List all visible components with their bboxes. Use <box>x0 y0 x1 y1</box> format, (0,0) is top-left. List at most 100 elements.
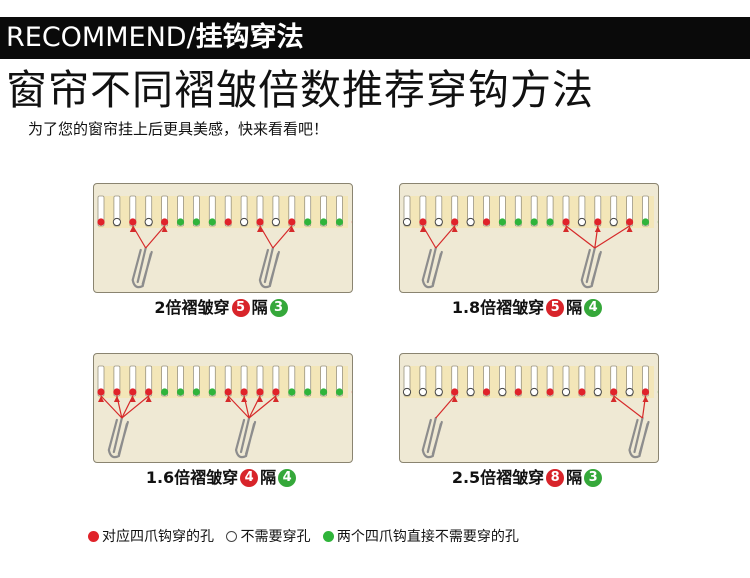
hook-arrow-line <box>435 225 456 249</box>
green-hole <box>514 218 522 226</box>
white-hole <box>498 387 507 397</box>
red-hole <box>129 388 137 396</box>
pleat-tab <box>499 195 506 227</box>
white-hole <box>466 217 475 227</box>
green-hole <box>320 218 328 226</box>
hook-arrow-line <box>272 225 293 249</box>
red-hole <box>256 218 264 226</box>
page-title: 窗帘不同褶皱倍数推荐穿钩方法 <box>6 66 594 114</box>
four-prong-hook-icon <box>131 246 153 289</box>
pleat-tab <box>483 195 490 227</box>
arrow-head-icon <box>129 226 136 232</box>
white-hole <box>434 387 443 397</box>
pleat-tab <box>304 195 312 227</box>
legend-item-white: 不需要穿孔 <box>226 529 310 545</box>
pleat-tab <box>208 365 216 397</box>
hook-arrow-line <box>259 225 274 249</box>
green-hole <box>161 388 169 396</box>
hook-arrow-line <box>145 225 166 249</box>
green-hole <box>208 218 216 226</box>
red-hole <box>451 218 459 226</box>
green-hole <box>192 218 200 226</box>
arrow-head-icon <box>272 396 279 402</box>
red-hole <box>419 218 427 226</box>
red-hole <box>113 388 121 396</box>
arrow-head-icon <box>257 226 263 232</box>
red-hole <box>224 388 232 396</box>
legend: 对应四爪钩穿的孔 不需要穿孔 两个四爪钩直接不需要穿的孔 <box>88 527 527 547</box>
pleat-tab <box>177 365 184 397</box>
white-hole <box>271 217 280 227</box>
arrow-head-icon <box>451 226 458 232</box>
white-hole <box>625 387 634 397</box>
white-hole <box>593 387 602 397</box>
green-hole <box>176 218 185 226</box>
green-hole <box>320 388 328 396</box>
arrow-head-icon <box>451 396 458 402</box>
header-title-en: RECOMMEND/ <box>6 22 196 53</box>
green-hole <box>288 388 296 396</box>
red-hole <box>451 388 459 396</box>
green-hole <box>546 218 554 226</box>
skipped-count-badge: 3 <box>584 468 603 487</box>
pleat-tab <box>161 195 168 227</box>
arrow-head-icon <box>225 396 232 402</box>
red-hole <box>546 388 554 396</box>
red-hole <box>562 218 570 226</box>
hook-arrow-line <box>613 395 643 419</box>
four-prong-hook-icon <box>580 246 602 289</box>
white-hole <box>402 387 412 397</box>
pleat-tab <box>336 195 343 227</box>
arrow-head-icon <box>241 396 248 402</box>
pleat-tab <box>320 195 328 227</box>
ratio-label: 1.6倍褶皱穿 <box>145 468 239 487</box>
pleat-tab <box>129 365 137 397</box>
red-hole <box>626 218 634 226</box>
header-bar: RECOMMEND/挂钩穿法 <box>0 17 750 59</box>
curtain-diagram <box>402 195 658 289</box>
four-prong-hook-icon <box>234 416 257 459</box>
red-hole <box>610 388 618 396</box>
curtain-diagram <box>97 195 352 289</box>
hook-arrow-line <box>435 395 456 419</box>
arrow-head-icon <box>642 396 649 402</box>
red-hole <box>272 388 280 396</box>
green-hole <box>335 218 344 226</box>
hook-arrow-line <box>594 225 630 249</box>
diagram-panel-1-6x <box>93 353 353 463</box>
curtain-diagram <box>402 365 658 459</box>
subtitle: 为了您的窗帘挂上后更具美感，快来看看吧！ <box>28 120 329 138</box>
diagram-panel-1-8x <box>399 183 659 293</box>
green-hole <box>176 388 185 396</box>
pleat-tab <box>514 195 522 227</box>
legend-label: 对应四爪钩穿的孔 <box>102 529 214 545</box>
pleat-tab <box>193 195 200 227</box>
white-hole <box>112 217 121 227</box>
pleat-tab <box>177 195 184 227</box>
pleat-tab <box>483 365 490 397</box>
hook-arrow-line <box>132 225 147 249</box>
ratio-label: 2倍褶皱穿 <box>154 298 230 317</box>
diagram-panel-2x <box>93 183 353 293</box>
red-hole <box>482 218 491 226</box>
four-prong-hook-icon <box>258 246 280 289</box>
hook-arrow-line <box>100 395 123 419</box>
pleat-tab <box>419 195 427 227</box>
red-hole <box>224 218 232 226</box>
skip-label: 隔 <box>251 298 268 317</box>
white-dot-icon <box>226 530 238 542</box>
pleat-tab <box>642 195 649 227</box>
header-title: RECOMMEND/挂钩穿法 <box>6 21 304 55</box>
header-title-cn: 挂钩穿法 <box>195 22 304 53</box>
pleat-tab <box>320 365 328 397</box>
arrow-head-icon <box>145 396 152 402</box>
white-hole <box>609 217 618 227</box>
red-hole <box>641 388 650 396</box>
pleat-tab <box>514 365 522 397</box>
legend-item-green: 两个四爪钩直接不需要穿的孔 <box>322 529 519 545</box>
red-hole <box>482 388 491 396</box>
hooked-count-badge: 5 <box>231 298 250 317</box>
pleat-tab <box>546 195 554 227</box>
red-hole <box>514 388 522 396</box>
